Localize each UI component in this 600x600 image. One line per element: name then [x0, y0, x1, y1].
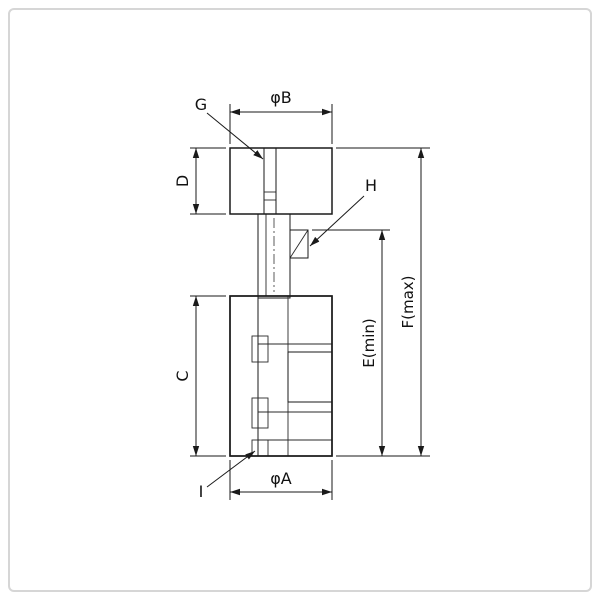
- label-d: D: [173, 175, 192, 187]
- dimension-c: C: [173, 295, 226, 457]
- bottom-insert: [251, 439, 269, 457]
- side-boss-chamfer-line: [289, 229, 309, 259]
- leader-line: [206, 112, 264, 160]
- label-c: C: [173, 370, 192, 381]
- bore-step: [251, 397, 269, 429]
- dimension-d: D: [173, 147, 226, 215]
- body-section-hatch: [229, 295, 259, 457]
- bore-step: [251, 335, 269, 363]
- knob-groove: [263, 147, 277, 215]
- body-outline: [229, 295, 333, 457]
- leader-line: [206, 450, 256, 488]
- callout-g: G: [195, 95, 264, 160]
- label-phi-b: φB: [270, 88, 292, 107]
- callout-i: I: [199, 450, 256, 501]
- label-h: H: [365, 176, 377, 195]
- side-boss: [289, 229, 309, 259]
- dimension-e-min: E(min): [312, 229, 390, 456]
- body: [229, 295, 333, 457]
- label-f-max: F(max): [399, 275, 417, 328]
- leader-line: [309, 195, 365, 247]
- label-g: G: [195, 95, 207, 114]
- dimensions: φB G D C H: [173, 88, 430, 501]
- page-border: [8, 8, 592, 592]
- knob-section-hatch: [229, 147, 265, 215]
- dimension-phi-b: φB: [229, 88, 333, 144]
- label-e-min: E(min): [360, 318, 378, 367]
- body-knurl-band: [287, 351, 333, 403]
- callout-h: H: [309, 176, 377, 247]
- dimension-f-max: F(max): [336, 147, 430, 457]
- dimension-phi-a: φA: [229, 460, 333, 500]
- knob-knurl: [275, 147, 333, 215]
- label-phi-a: φA: [270, 469, 292, 488]
- label-i: I: [199, 482, 204, 501]
- knob-outline: [229, 147, 333, 215]
- part-view: [229, 147, 333, 457]
